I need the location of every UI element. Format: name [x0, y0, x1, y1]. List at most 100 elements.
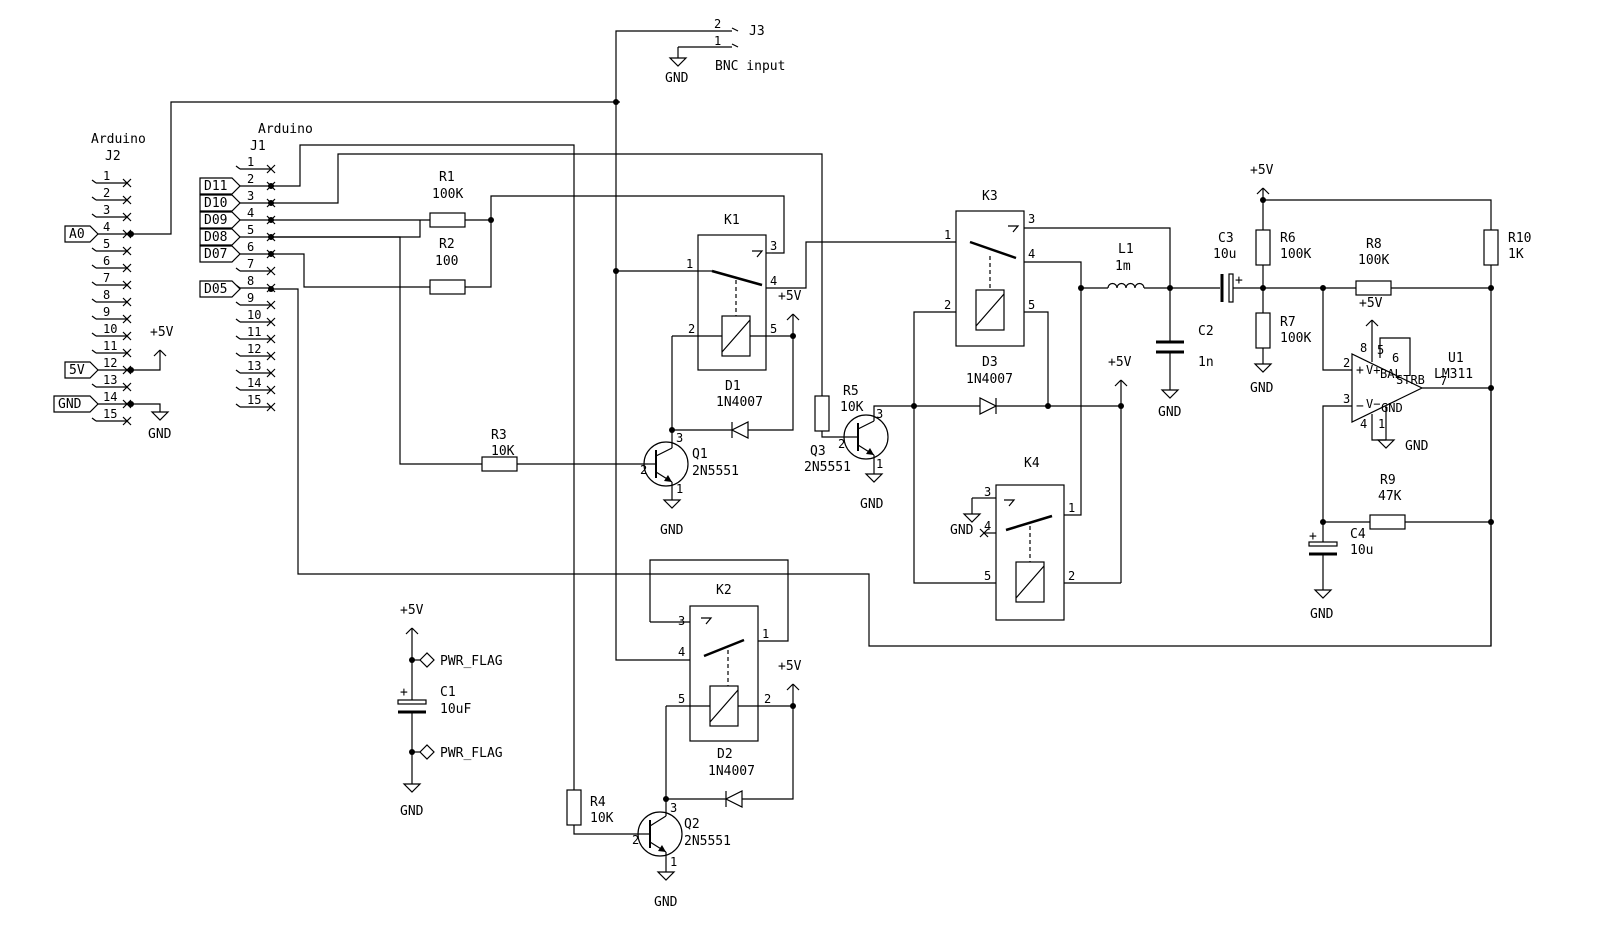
j2-pin-11: 11 — [91, 339, 132, 358]
j1-pin-10: 10 — [235, 308, 276, 327]
resistor-r6: +5V R6 100K — [1250, 163, 1492, 313]
k1-pin4: 4 — [770, 274, 777, 288]
k1-pin1: 1 — [686, 257, 693, 271]
u1-pin3: 3 — [1343, 392, 1350, 406]
j2-pin-number: 1 — [103, 169, 110, 183]
j3-pin1-number: 1 — [714, 34, 721, 48]
c3-value: 10u — [1213, 247, 1236, 262]
j2-no-connect-marker — [122, 416, 132, 426]
c4-gnd-label: GND — [1310, 607, 1334, 622]
u1-pin8: 8 — [1360, 341, 1367, 355]
c2-gnd-label: GND — [1158, 405, 1182, 420]
q2-pin3: 3 — [670, 801, 677, 815]
k1-ref: K1 — [724, 213, 740, 228]
j2-no-connect-marker — [122, 246, 132, 256]
pwr-flag-2-label: PWR_FLAG — [440, 746, 503, 761]
j1-pin-9: 9 — [235, 291, 276, 310]
k4-gnd-label: GND — [950, 523, 974, 538]
q2-ref: Q2 — [684, 817, 700, 832]
j2-no-connect-marker — [122, 263, 132, 273]
k1-pin5: 5 — [770, 322, 777, 336]
j1-no-connect-marker — [266, 334, 276, 344]
j1-no-connect-marker — [266, 351, 276, 361]
j1-pin-15: 15 — [235, 393, 276, 412]
relay-k3: K3 1 2 3 4 5 — [913, 189, 1171, 584]
d3-ref: D3 — [982, 355, 998, 370]
r10-value: 1K — [1508, 247, 1524, 262]
j2-pin-2: 2 — [91, 186, 132, 205]
q1-pin2: 2 — [640, 463, 647, 477]
j1-pin-1: 1 — [235, 155, 276, 174]
net-label-5v: 5V — [69, 363, 85, 378]
transistor-q1: 3 2 1 Q1 2N5551 GND — [640, 335, 739, 538]
j2-pin-number: 5 — [103, 237, 110, 251]
r5-ref: R5 — [843, 384, 859, 399]
j1-pin-number: 4 — [247, 206, 254, 220]
k4-pin3: 3 — [984, 485, 991, 499]
j1-pin-number: 3 — [247, 189, 254, 203]
c2-value: 1n — [1198, 355, 1214, 370]
k4-pin5: 5 — [984, 569, 991, 583]
d2-value: 1N4007 — [708, 764, 755, 779]
j2-no-connect-marker — [122, 331, 132, 341]
j3-pin2-number: 2 — [714, 17, 721, 31]
q3-pin2: 2 — [838, 437, 845, 451]
j2-no-connect-marker — [122, 195, 132, 205]
resistor-r8: R8 100K — [1263, 237, 1494, 296]
wiring — [271, 30, 1492, 790]
resistor-r1: R1 100K — [429, 170, 466, 228]
j3-ref: J3 — [749, 24, 765, 39]
net-label-d10: D10 — [204, 196, 227, 211]
r7-value: 100K — [1280, 331, 1311, 346]
r5-value: 10K — [840, 400, 864, 415]
j1-title: Arduino — [258, 122, 313, 137]
capacitor-c3: + C3 10u — [1213, 231, 1263, 303]
j2-pin-number: 2 — [103, 186, 110, 200]
j2-no-connect-marker — [122, 178, 132, 188]
j1-no-connect-marker — [266, 317, 276, 327]
d1-value: 1N4007 — [716, 395, 763, 410]
r9-ref: R9 — [1380, 473, 1396, 488]
q1-pin3: 3 — [676, 431, 683, 445]
j1-pin-number: 12 — [247, 342, 261, 356]
j1-pin-number: 10 — [247, 308, 261, 322]
j1-ref: J1 — [250, 139, 266, 154]
u1-ref: U1 — [1448, 351, 1464, 366]
u1-bal: BAL — [1380, 367, 1402, 381]
u1-vminus: V− — [1366, 397, 1380, 411]
power-section-c1: +5V PWR_FLAG + C1 10uF PWR_FLAG GND — [397, 603, 503, 819]
u1-pin2: 2 — [1343, 356, 1350, 370]
r6-plus5v-label: +5V — [1250, 163, 1274, 178]
k4-pin4: 4 — [984, 519, 991, 533]
r2-ref: R2 — [439, 237, 455, 252]
diode-d3: D3 1N4007 +5V — [911, 355, 1132, 583]
j2-pin-7: 7 — [91, 271, 132, 290]
j2-pin-13: 13 — [91, 373, 132, 392]
k2-pin3: 3 — [678, 614, 685, 628]
j2-pin-number: 15 — [103, 407, 117, 421]
u1-gnd-pin: GND — [1381, 401, 1403, 415]
transistor-q2: 3 2 1 Q2 2N5551 GND — [632, 706, 731, 910]
r1-value: 100K — [432, 187, 463, 202]
j1-pin-number: 2 — [247, 172, 254, 186]
j1-pin-number: 8 — [247, 274, 254, 288]
u1-pin7: 7 — [1440, 374, 1447, 388]
j2-no-connect-marker — [122, 314, 132, 324]
r3-value: 10K — [491, 444, 515, 459]
resistor-r3: R3 10K — [481, 428, 648, 472]
j2-pin-15: 15 — [91, 407, 132, 426]
j1-pin-number: 9 — [247, 291, 254, 305]
r4-value: 10K — [590, 811, 614, 826]
net-label-a0: A0 — [69, 227, 85, 242]
c1-plus: + — [400, 685, 408, 700]
j1-pin-number: 13 — [247, 359, 261, 373]
j2-gnd-label: GND — [148, 427, 172, 442]
q3-ref: Q3 — [810, 444, 826, 459]
r7-ref: R7 — [1280, 315, 1296, 330]
q3-gnd-label: GND — [860, 497, 884, 512]
k2-pin2: 2 — [764, 692, 771, 706]
j1-pin-number: 6 — [247, 240, 254, 254]
j2-ref: J2 — [105, 149, 121, 164]
j1-no-connect-marker — [266, 164, 276, 174]
pwr-flag-1-label: PWR_FLAG — [440, 654, 503, 669]
